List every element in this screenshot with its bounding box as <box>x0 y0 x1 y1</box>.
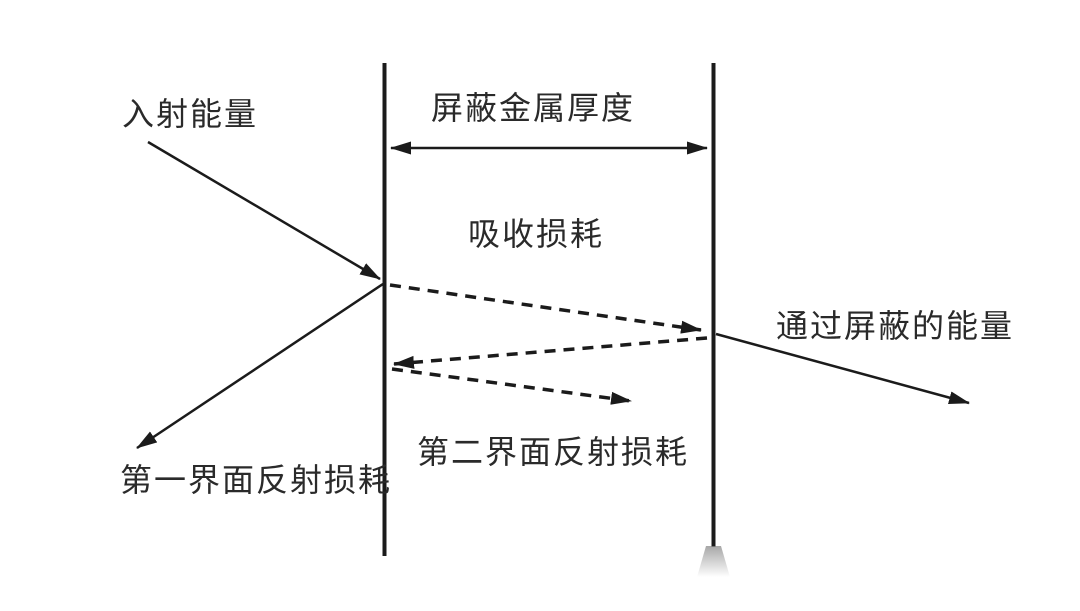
internal-reflection-ray-2 <box>393 336 708 369</box>
absorption-loss-label: 吸收损耗 <box>468 216 605 252</box>
incident-ray-arrow <box>147 140 381 281</box>
first-interface-reflected-ray-arrow <box>136 282 384 450</box>
first-interface-reflection-loss-label: 第一界面反射损耗 <box>120 462 393 498</box>
second-interface-reflection-loss-label: 第二界面反射损耗 <box>417 434 690 470</box>
right-wall-bottom-smudge <box>697 546 730 577</box>
incident-energy-label: 入射能量 <box>122 96 259 132</box>
internal-reflection-ray-3 <box>391 367 632 405</box>
energy-through-shield-label: 通过屏蔽的能量 <box>776 308 1015 344</box>
shield-metal-thickness-label: 屏蔽金属厚度 <box>431 90 636 126</box>
internal-reflection-ray-1 <box>389 283 702 334</box>
transmitted-ray-arrow <box>715 332 970 405</box>
